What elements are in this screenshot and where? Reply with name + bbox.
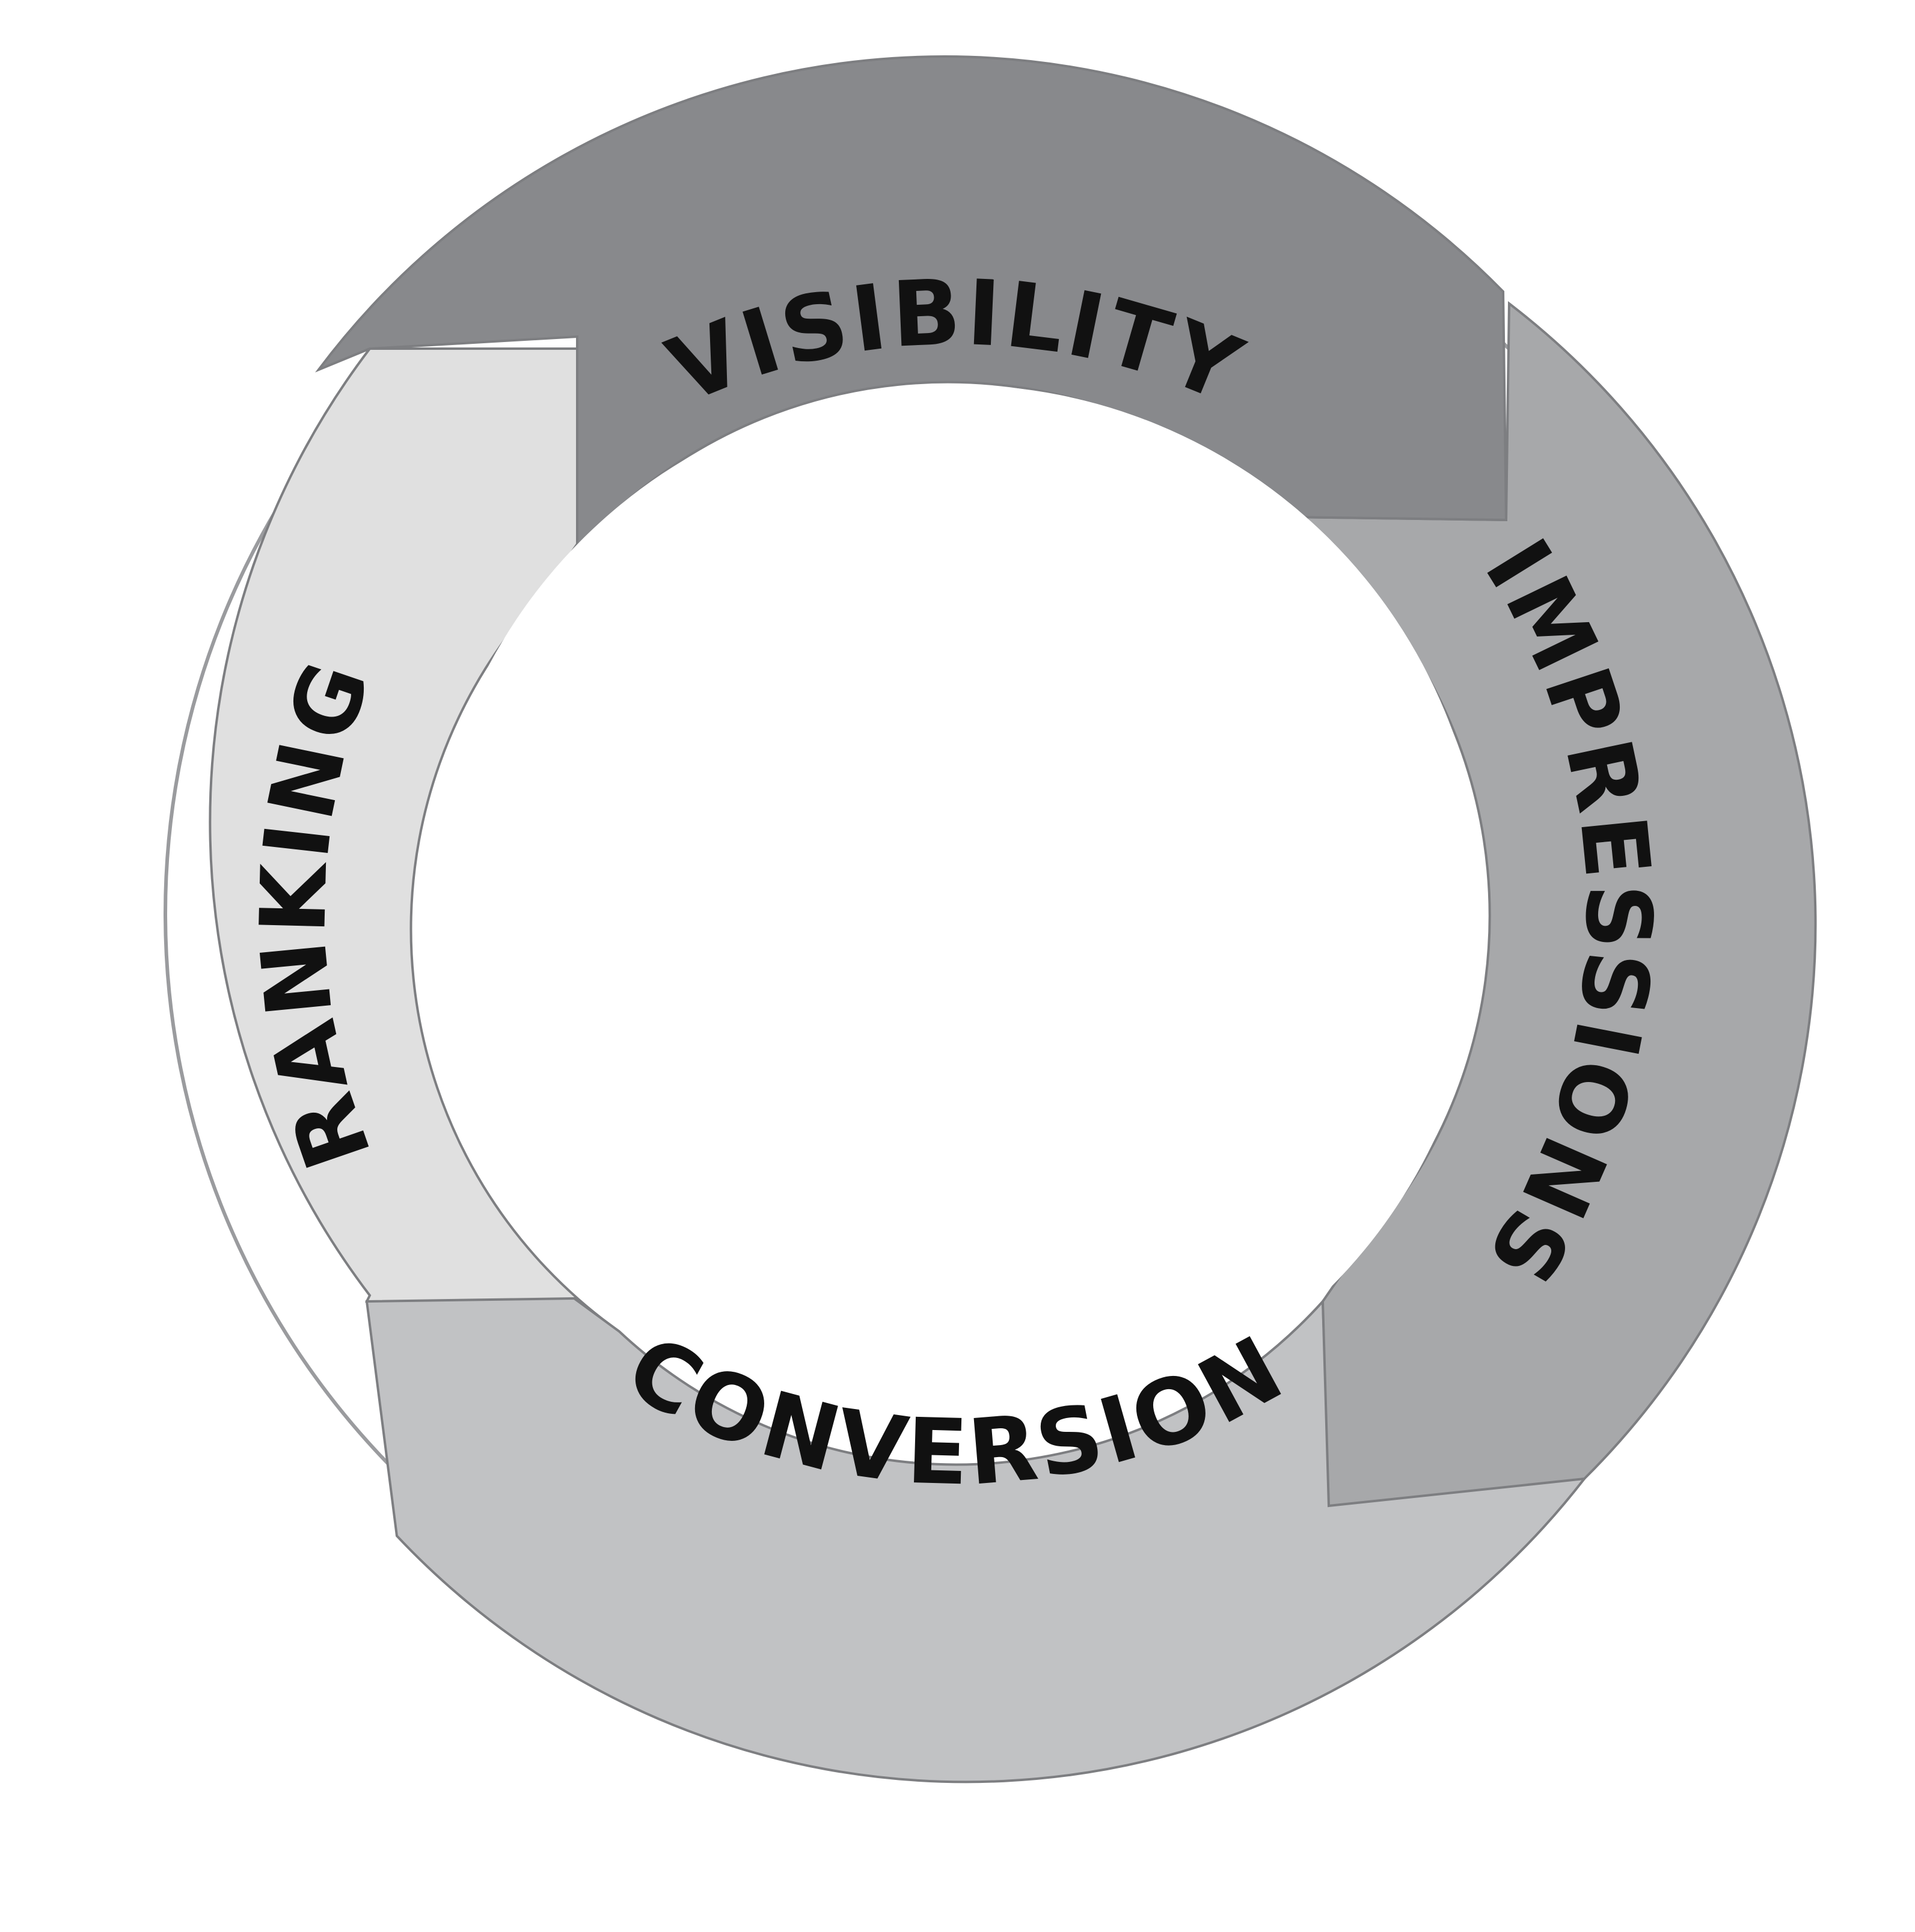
- segment-conversion-arrow: [365, 1297, 1587, 1784]
- center-hole: [427, 385, 1485, 1443]
- segment-visibility-arrow: [315, 55, 1508, 593]
- segment-impressions-arrow: [1282, 301, 1817, 1508]
